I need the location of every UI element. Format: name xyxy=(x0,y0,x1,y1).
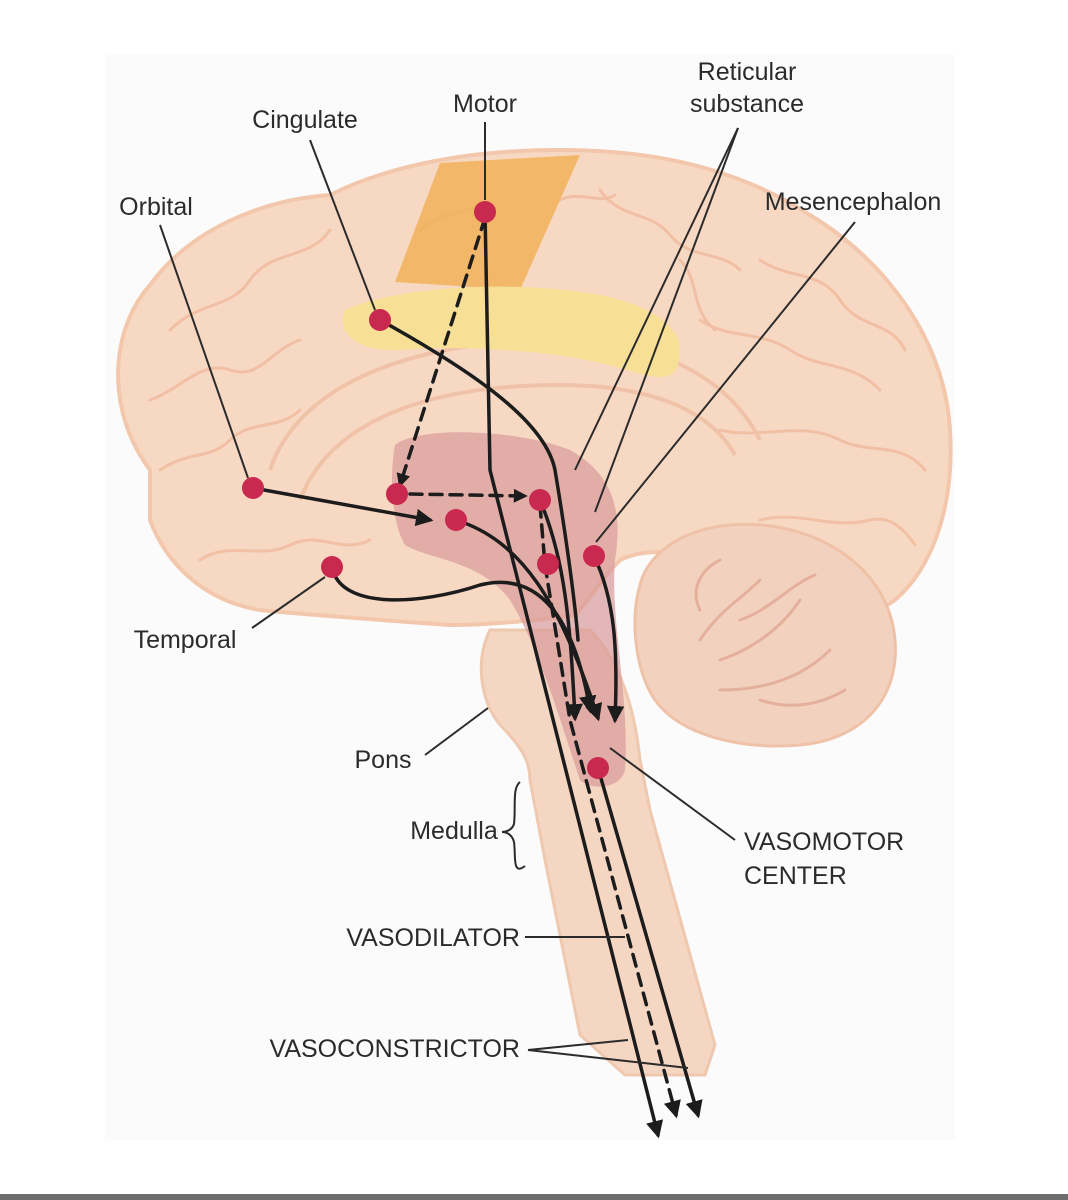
node-temporal xyxy=(321,556,343,578)
temporal-leader xyxy=(251,576,326,629)
node-hypothalamus-4 xyxy=(537,553,559,575)
label-vasoconstrictor: VASOCONSTRICTOR xyxy=(270,1035,521,1063)
label-temporal: Temporal xyxy=(134,626,237,654)
pathways xyxy=(251,210,703,1139)
node-hypothalamus-3 xyxy=(445,509,467,531)
mesencephalon-leader xyxy=(595,221,856,543)
motor-dashed-path xyxy=(396,216,487,488)
vasomotor-efferent xyxy=(596,766,703,1119)
node-mesencephalon xyxy=(583,545,605,567)
label-mesencephalon: Mesencephalon xyxy=(765,188,942,216)
hypothalamic-dashed-path xyxy=(408,488,528,503)
medulla-brace xyxy=(501,781,526,870)
node-b-path xyxy=(538,498,584,722)
reticular-leader-2 xyxy=(594,127,739,513)
label-reticular-substance-line1: Reticular xyxy=(698,58,797,86)
nodes xyxy=(242,201,609,779)
cingulate-pathway xyxy=(378,318,580,642)
label-reticular-substance-line2: substance xyxy=(690,90,804,118)
pons-leader xyxy=(424,707,489,756)
leader-lines xyxy=(159,122,856,1069)
orbital-pathway xyxy=(251,486,434,527)
vasoconstrictor-leader-1 xyxy=(527,1039,629,1051)
mesencephalon-pathway xyxy=(592,554,625,724)
node-hypothalamus-2 xyxy=(529,489,551,511)
reticular-leader-1 xyxy=(574,127,739,471)
motor-vasoconstrictor-path xyxy=(483,210,664,1139)
label-vasodilator: VASODILATOR xyxy=(346,924,520,952)
node-orbital xyxy=(242,477,264,499)
cerebrum xyxy=(116,147,953,628)
vasomotor-leader xyxy=(609,747,736,841)
label-cingulate: Cingulate xyxy=(252,106,358,134)
label-vasomotor-center-line1: VASOMOTOR xyxy=(744,828,904,856)
cingulate-leader xyxy=(309,139,376,311)
dashed-pathways xyxy=(396,216,681,1119)
node-motor xyxy=(474,201,496,223)
label-motor: Motor xyxy=(453,90,517,118)
node-hypothalamus-1 xyxy=(386,483,408,505)
node-cingulate xyxy=(369,309,391,331)
vasoconstrictor-leader-2 xyxy=(527,1049,689,1069)
cingulate-area xyxy=(342,286,680,377)
vasodilator-dashed-path xyxy=(538,503,681,1119)
cerebellum xyxy=(633,522,897,748)
label-orbital: Orbital xyxy=(119,193,193,221)
label-vasomotor-center-line2: CENTER xyxy=(744,862,847,890)
orbital-leader xyxy=(159,224,249,479)
bottom-divider xyxy=(0,1194,1068,1200)
node-vasomotor-center xyxy=(587,757,609,779)
label-medulla: Medulla xyxy=(410,817,498,845)
label-pons: Pons xyxy=(355,746,412,774)
labels: Reticular substance Motor Cingulate Orbi… xyxy=(119,58,941,1063)
